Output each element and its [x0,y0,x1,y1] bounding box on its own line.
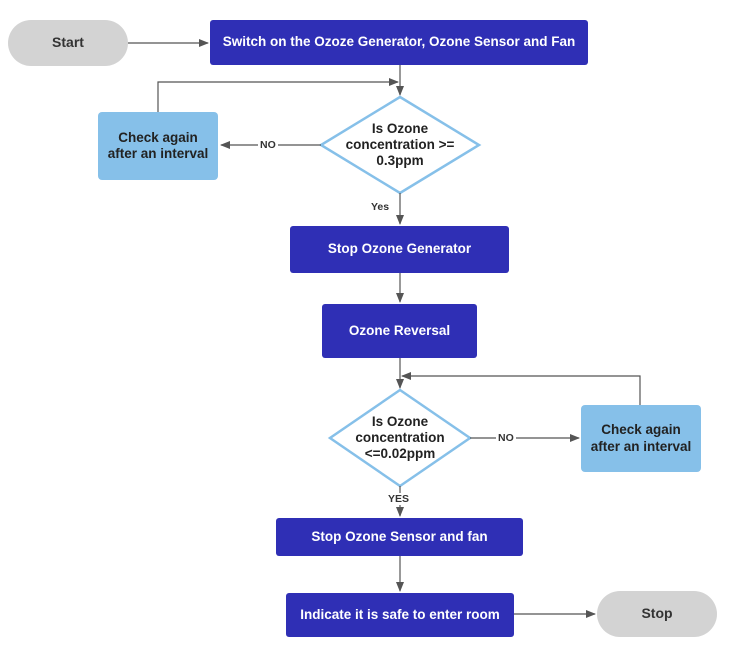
decision-1-text: Is Ozone concentration >= 0.3ppm [330,117,470,173]
stop-generator-step: Stop Ozone Generator [290,226,509,273]
decision-2-label: Is Ozone concentration <=0.02ppm [355,413,445,462]
stop-sensor-fan-step: Stop Ozone Sensor and fan [276,518,523,556]
start-label: Start [52,34,84,51]
decision-1-label: Is Ozone concentration >= 0.3ppm [345,120,455,169]
indicate-safe-label: Indicate it is safe to enter room [300,606,500,622]
edge-check-2-loop [401,372,641,405]
check-again-1: Check again after an interval [98,112,218,180]
edge-label-yes-1: Yes [369,201,392,213]
check-again-2-label: Check again after an interval [590,422,692,454]
edge-label-no-2: NO [496,432,516,444]
indicate-safe-step: Indicate it is safe to enter room [286,593,514,637]
stop-sensor-fan-label: Stop Ozone Sensor and fan [311,528,488,544]
stop-generator-label: Stop Ozone Generator [327,241,472,257]
start-terminal: Start [8,20,128,66]
switch-on-label: Switch on the Ozoze Generator, Ozone Sen… [222,34,576,50]
stop-terminal: Stop [597,591,717,637]
decision-2-text: Is Ozone concentration <=0.02ppm [336,410,464,466]
switch-on-step: Switch on the Ozoze Generator, Ozone Sen… [210,20,588,65]
check-again-1-label: Check again after an interval [107,129,209,161]
check-again-2: Check again after an interval [581,405,701,472]
ozone-reversal-step: Ozone Reversal [322,304,477,358]
edge-label-yes-2: YES [386,493,412,505]
ozone-reversal-label: Ozone Reversal [348,322,451,338]
edge-label-no-1: NO [258,139,278,151]
stop-label: Stop [641,605,673,622]
edge-check-1-loop [157,78,399,112]
